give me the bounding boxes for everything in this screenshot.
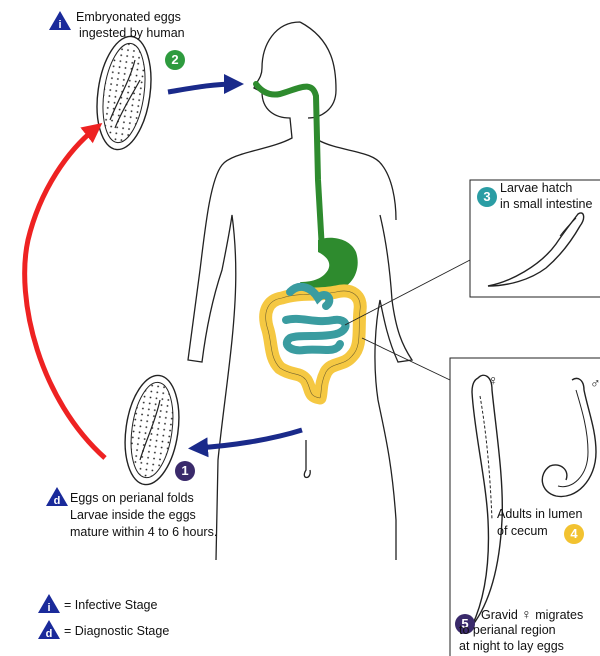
adults-label-line2: of cecum — [497, 524, 548, 538]
gravid-line2: to perianal region — [459, 623, 556, 638]
adults-label-line1: Adults in lumen — [497, 507, 583, 521]
eggs-perianal-line2: Larvae inside the eggs — [70, 508, 196, 523]
embryonated-label-line1: Embryonated eggs — [76, 10, 181, 25]
red-cycle-arrow — [25, 128, 105, 458]
human-leg-gap — [304, 440, 310, 478]
step-2-badge: 2 — [165, 50, 185, 70]
eggs-perianal-line3: mature within 4 to 6 hours. — [70, 525, 217, 540]
arrow-to-mouth — [168, 84, 236, 92]
larvae-hatch-line1: Larvae hatch — [500, 181, 572, 196]
legend-diagnostic: = Diagnostic Stage — [64, 624, 169, 639]
step-1-badge: 1 — [175, 461, 195, 481]
legend-diagnostic-icon: d — [38, 620, 60, 639]
embryonated-label-line2: ingested by human — [79, 26, 185, 41]
legend-infective-icon: i — [38, 594, 60, 613]
diagnostic-stage-marker: d — [46, 487, 68, 506]
callout-line-larvae — [345, 260, 470, 325]
arrow-to-perianal — [196, 430, 302, 448]
larvae-hatch-line2: in small intestine — [500, 197, 592, 212]
male-symbol: ♂ — [590, 375, 600, 391]
svg-text:i: i — [47, 602, 50, 613]
gravid-line3: at night to lay eggs — [459, 639, 564, 654]
diagnostic-letter: d — [54, 495, 61, 506]
female-symbol: ♀ — [488, 372, 499, 388]
large-intestine — [266, 291, 361, 398]
infective-letter: i — [58, 19, 61, 30]
step-3-badge: 3 — [477, 187, 497, 207]
legend-infective: = Infective Stage — [64, 598, 157, 613]
esophagus — [256, 84, 322, 250]
step-4-badge: 4 — [564, 524, 584, 544]
infective-stage-marker: i — [49, 11, 71, 30]
human-shoulder-right — [318, 140, 396, 220]
gravid-line1: Gravid ♀ migrates — [481, 607, 583, 623]
eggs-perianal-line1: Eggs on perianal folds — [70, 491, 194, 506]
stomach — [300, 238, 358, 293]
svg-text:d: d — [46, 628, 53, 639]
